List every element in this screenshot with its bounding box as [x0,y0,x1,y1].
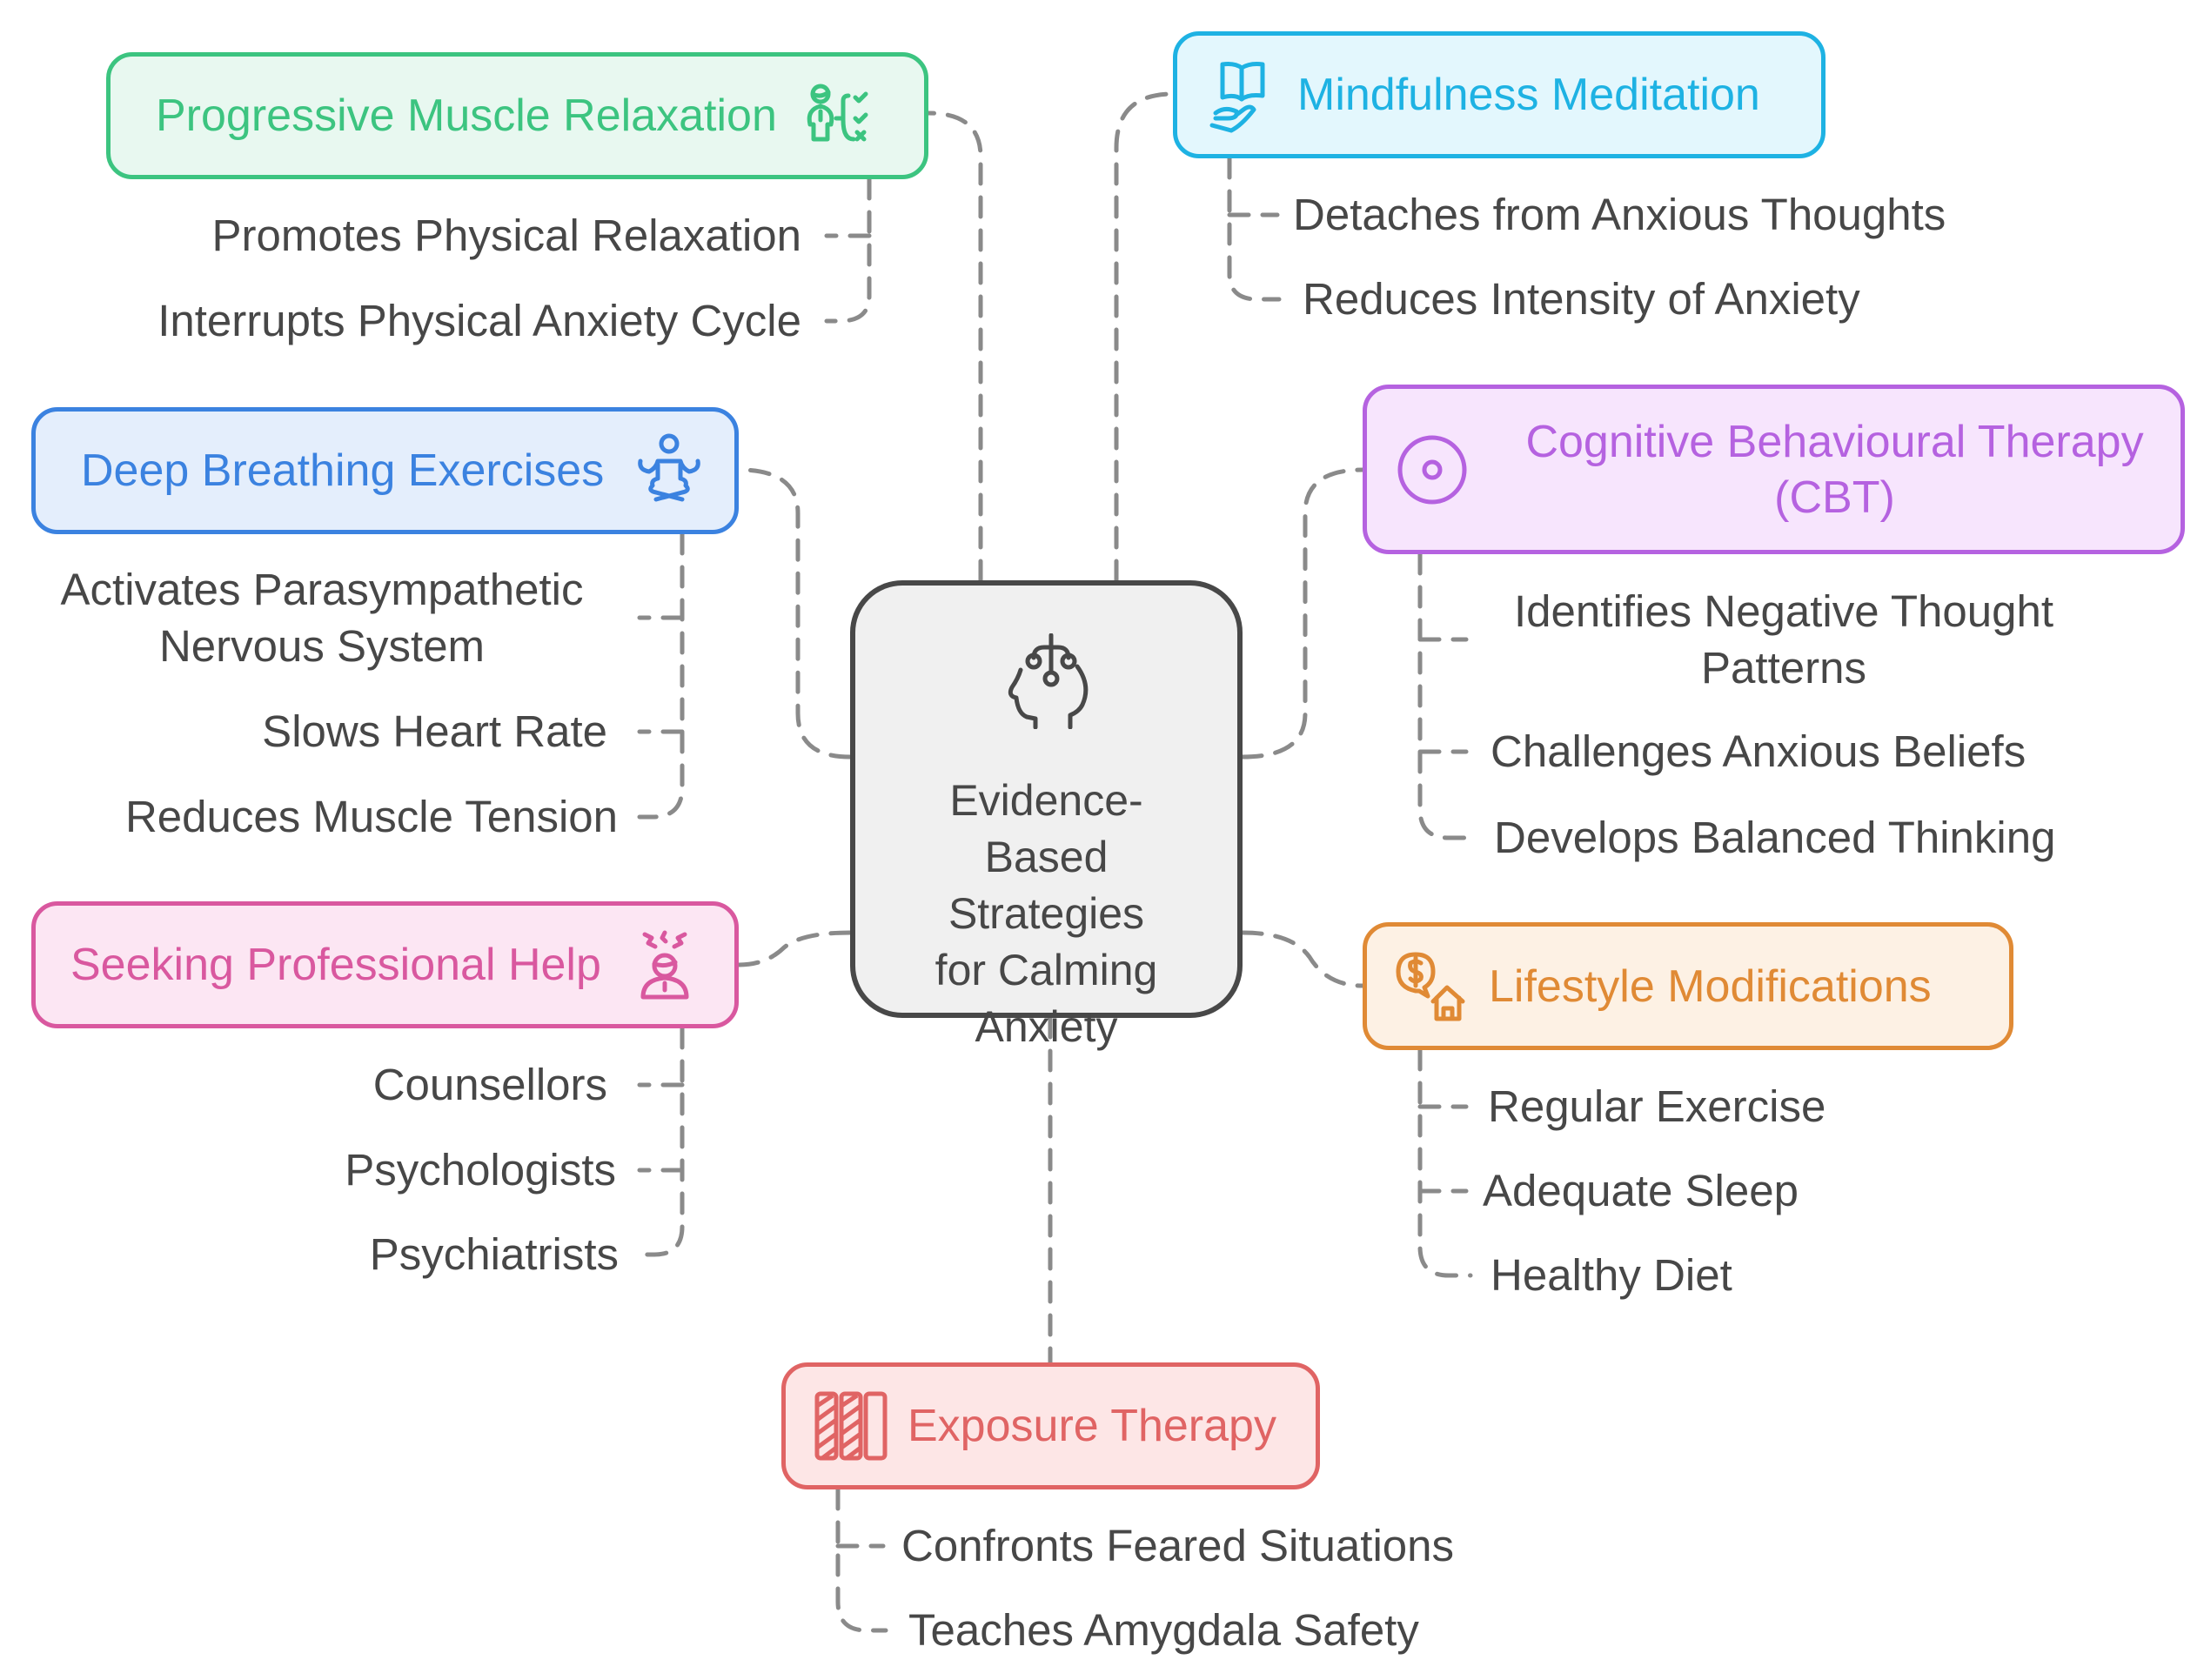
central-title-line: Anxiety [975,1002,1118,1051]
connector-center-pmr [926,110,983,583]
node-progressive-muscle-relaxation[interactable]: Progressive Muscle Relaxation [106,52,928,179]
node-title: Cognitive Behavioural Therapy (CBT) [1489,414,2181,525]
pmr-item: Promotes Physical Relaxation [211,211,801,260]
connector-cbt-items [1417,552,1473,840]
lifestyle-item: Healthy Diet [1491,1250,1732,1300]
node-cognitive-behavioural-therapy[interactable]: Cognitive Behavioural Therapy (CBT) [1363,385,2185,554]
connector-center-breathing [736,467,853,760]
node-title: Exposure Therapy [908,1401,1276,1451]
pmr-item: Interrupts Physical Anxiety Cycle [157,296,801,345]
item-line: Nervous System [158,621,486,671]
node-lifestyle-modifications[interactable]: Lifestyle Modifications [1363,922,2013,1050]
central-title-line: Evidence- [949,776,1143,825]
cbt-item: Challenges Anxious Beliefs [1491,726,2026,776]
node-title: Lifestyle Modifications [1489,960,1932,1012]
connector-center-cbt [1240,467,1365,760]
cbt-item: Identifies Negative Thought Patterns [1479,583,2088,696]
node-title-line: Cognitive Behavioural Therapy [1525,416,2144,467]
node-mindfulness-meditation[interactable]: Mindfulness Meditation [1173,31,1826,158]
item-line: Activates Parasympathetic [60,565,584,614]
connector-center-mindfulness [1114,91,1176,583]
node-seeking-professional-help[interactable]: Seeking Professional Help [31,901,739,1028]
exposure-item: Confronts Feared Situations [901,1521,1455,1570]
central-title-line: Strategies [948,889,1145,938]
professional-item: Psychologists [345,1145,616,1195]
connector-pmr-items [824,177,872,324]
breathing-item: Activates Parasympathetic Nervous System [26,561,618,674]
central-topic-title: Evidence- Based Strategies for Calming A… [855,773,1237,1055]
node-title: Mindfulness Meditation [1297,70,1760,120]
node-title: Seeking Professional Help [70,940,601,990]
progress-bars-icon [814,1391,888,1461]
item-line: Identifies Negative Thought [1514,586,2053,636]
connector-lifestyle-items [1417,1047,1473,1278]
stressed-person-icon [640,930,689,1000]
professional-item: Psychiatrists [369,1229,619,1279]
head-brain-circuit-icon [1008,633,1089,729]
book-hand-icon [1209,62,1265,133]
meditation-pose-icon [638,433,700,502]
breathing-item: Slows Heart Rate [262,706,607,756]
connector-professional-items [639,1026,685,1257]
exposure-item: Teaches Amygdala Safety [908,1605,1419,1655]
connector-mindfulness-items [1227,156,1282,302]
node-deep-breathing-exercises[interactable]: Deep Breathing Exercises [31,407,739,534]
money-home-icon [1396,952,1465,1021]
item-line: Patterns [1701,643,1866,693]
connector-center-professional [736,930,853,967]
lifestyle-item: Adequate Sleep [1483,1166,1799,1215]
node-title-line: (CBT) [1774,472,1895,523]
connector-exposure-items [835,1487,888,1633]
person-checklist-icon [807,84,868,142]
mindfulness-item: Reduces Intensity of Anxiety [1303,274,1860,324]
connector-center-lifestyle [1240,930,1365,988]
connector-breathing-items [637,532,685,820]
breathing-item: Reduces Muscle Tension [124,792,618,841]
mindfulness-item: Detaches from Anxious Thoughts [1293,190,1946,239]
central-topic-node[interactable]: Evidence- Based Strategies for Calming A… [850,580,1243,1051]
node-exposure-therapy[interactable]: Exposure Therapy [781,1362,1320,1489]
target-circle-icon [1397,435,1467,504]
node-title: Deep Breathing Exercises [81,445,605,496]
cbt-item: Develops Balanced Thinking [1494,813,2056,862]
central-title-line: Based [984,833,1109,881]
lifestyle-item: Regular Exercise [1488,1081,1826,1131]
node-title: Progressive Muscle Relaxation [156,90,777,141]
professional-item: Counsellors [372,1060,607,1109]
central-title-line: for Calming [935,946,1158,994]
